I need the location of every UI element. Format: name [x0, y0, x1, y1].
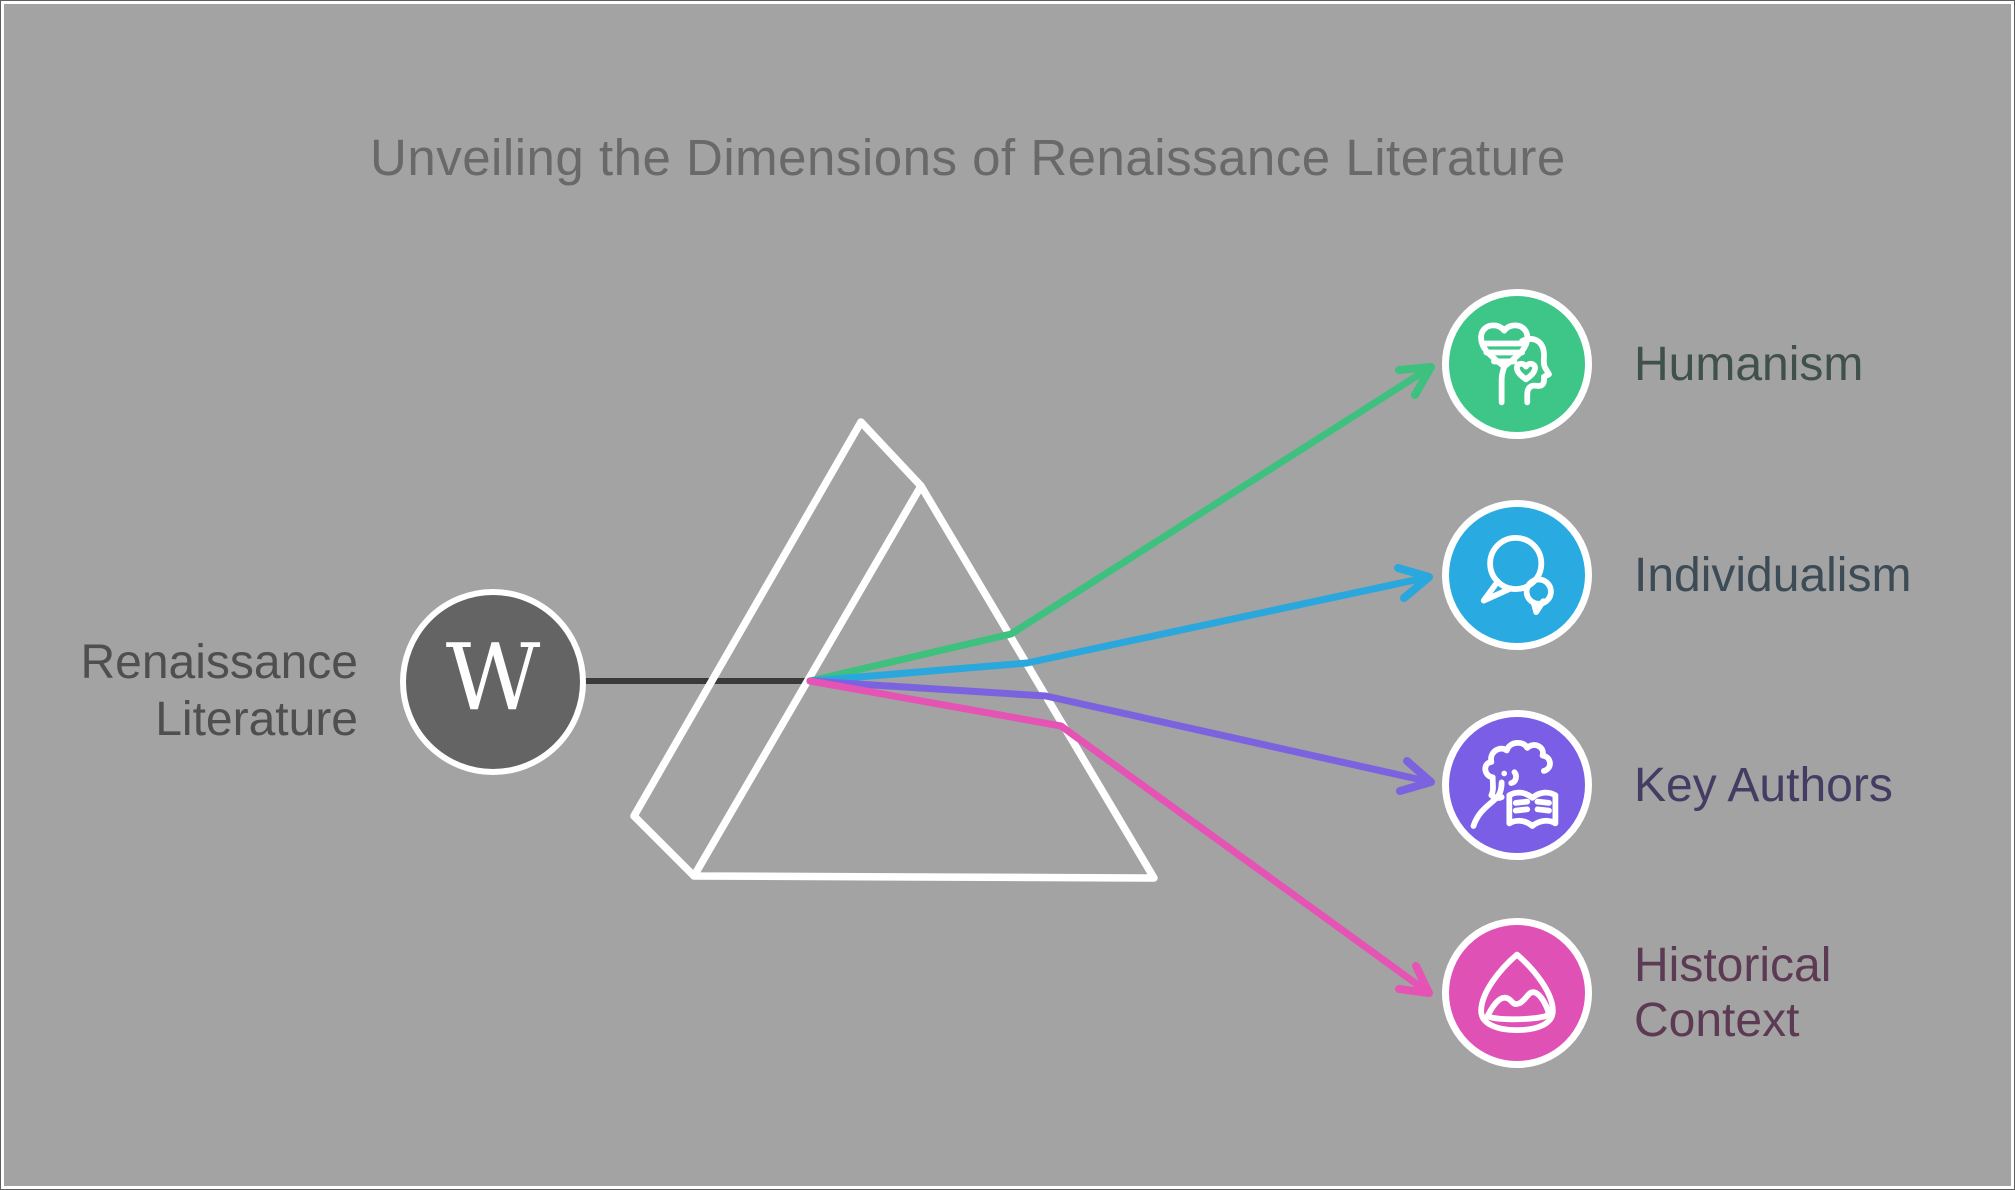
head-with-hearts-icon — [1478, 322, 1552, 406]
diagram-title: Unveiling the Dimensions of Renaissance … — [370, 129, 1566, 186]
ray-key-authors — [806, 677, 1435, 786]
node-humanism: Humanism — [1442, 289, 1863, 439]
wikipedia-w-icon: W — [445, 624, 541, 731]
speech-bubbles-icon — [1480, 535, 1554, 615]
node-label-humanism: Humanism — [1634, 337, 1864, 391]
arrowhead-individualism — [1394, 564, 1433, 602]
prism-linework — [583, 363, 1435, 997]
arrowhead-humanism — [1395, 363, 1435, 399]
node-label-individualism: Individualism — [1634, 548, 1912, 602]
node-label-historical-context: Historical Context — [1634, 939, 1832, 1047]
node-historical-context: Historical Context — [1442, 918, 1964, 1068]
node-key-authors: Key Authors — [1442, 710, 1893, 860]
node-individualism: Individualism — [1442, 500, 1911, 650]
humanism-circle — [1442, 289, 1592, 439]
ray-individualism — [806, 573, 1433, 685]
arrowhead-key-authors — [1396, 757, 1435, 795]
ray-historical-context — [806, 677, 1433, 997]
mountain-arch-icon — [1478, 951, 1556, 1033]
source-node-label: Renaissance Literature — [80, 636, 359, 746]
infographic-canvas: Unveiling the Dimensions of Renaissance … — [4, 4, 2011, 1186]
ray-humanism — [806, 363, 1435, 685]
source-node-circle: W — [400, 589, 586, 775]
person-reading-book-icon — [1470, 740, 1559, 829]
node-label-key-authors: Key Authors — [1634, 758, 1893, 812]
historical-context-circle — [1442, 918, 1592, 1068]
arrowhead-historical-context — [1395, 962, 1433, 997]
individualism-circle — [1442, 500, 1592, 650]
key-authors-circle — [1442, 710, 1592, 860]
